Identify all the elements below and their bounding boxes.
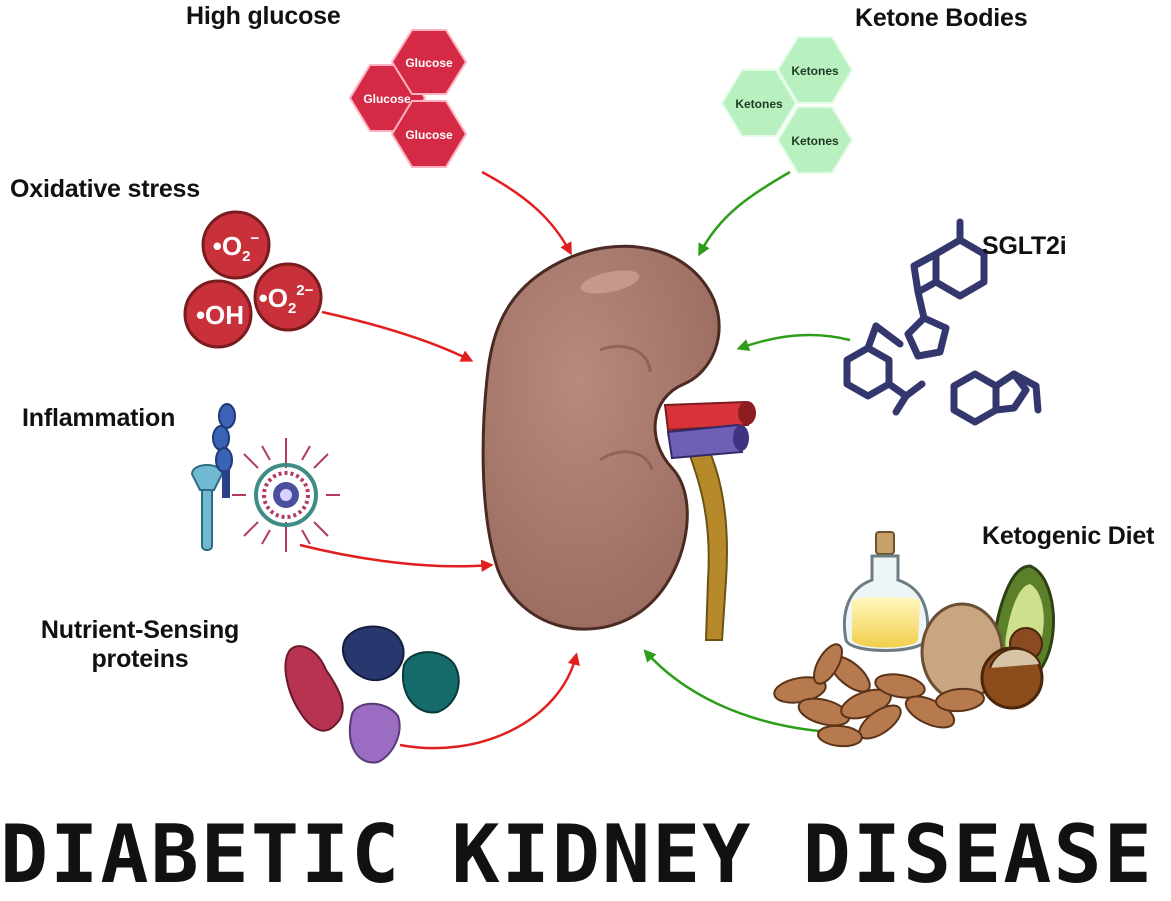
hazelnut bbox=[980, 646, 1044, 710]
kidney bbox=[481, 244, 756, 641]
label-inflammation: Inflammation bbox=[22, 404, 176, 432]
inflammation-icon bbox=[190, 403, 340, 552]
arrows bbox=[299, 170, 851, 750]
glucose-cluster: Glucose Glucose Glucose bbox=[348, 29, 468, 168]
label-oxidative-stress: Oxidative stress bbox=[10, 175, 200, 203]
glucose-label-2: Glucose bbox=[405, 56, 453, 70]
protein-navy bbox=[342, 625, 405, 682]
protein-purple bbox=[348, 702, 401, 764]
ketone-hex-1: Ketones bbox=[720, 69, 798, 137]
arrow-nutrient bbox=[399, 652, 580, 750]
arrow-ketodiet bbox=[643, 649, 831, 734]
label-sglt2i: SGLT2i bbox=[982, 232, 1067, 260]
ketone-label-1: Ketones bbox=[735, 97, 783, 111]
ketone-label-3: Ketones bbox=[791, 134, 839, 148]
label-high-glucose: High glucose bbox=[186, 2, 341, 30]
almonds bbox=[773, 643, 985, 748]
page-title: DIABETIC KIDNEY DISEASE bbox=[0, 808, 1154, 901]
label-nutrient-sensing-line1: Nutrient-Sensing bbox=[40, 616, 240, 644]
protein-teal bbox=[401, 651, 460, 714]
protein-red bbox=[284, 645, 344, 732]
ketone-hex-3: Ketones bbox=[776, 106, 854, 174]
protein-blobs bbox=[284, 625, 460, 764]
glucose-label-1: Glucose bbox=[363, 92, 411, 106]
sglt2i-molecule bbox=[843, 218, 1042, 426]
arrow-glucose bbox=[481, 170, 572, 256]
virus-particle bbox=[232, 438, 340, 552]
ketone-cluster: Ketones Ketones Ketones bbox=[720, 36, 854, 174]
oil-bottle bbox=[842, 531, 930, 652]
ros-label-hydroxyl: •OH bbox=[196, 300, 244, 330]
ros-peroxide: •O22− bbox=[253, 262, 323, 332]
ketogenic-diet-foods bbox=[773, 531, 1055, 748]
ros-cluster: •O2− •OH •O22− bbox=[183, 210, 323, 349]
label-nutrient-sensing-line2: proteins bbox=[91, 645, 189, 673]
label-ketogenic-diet: Ketogenic Diet bbox=[982, 522, 1155, 550]
glucose-hex-2: Glucose bbox=[390, 29, 468, 95]
glucose-hex-3: Glucose bbox=[390, 100, 468, 168]
ketone-hex-2: Ketones bbox=[776, 36, 854, 104]
arrow-ketones bbox=[698, 170, 791, 257]
label-nutrient-sensing: Nutrient-Sensing proteins bbox=[40, 616, 240, 674]
ros-superoxide: •O2− bbox=[201, 210, 271, 280]
ketone-label-2: Ketones bbox=[791, 64, 839, 78]
glucose-label-3: Glucose bbox=[405, 128, 453, 142]
arrow-inflammation bbox=[299, 543, 494, 572]
label-ketone-bodies: Ketone Bodies bbox=[855, 4, 1028, 32]
ros-hydroxyl: •OH bbox=[183, 279, 253, 349]
arrow-oxidative bbox=[321, 310, 474, 362]
arrow-sglt2i bbox=[736, 333, 851, 352]
